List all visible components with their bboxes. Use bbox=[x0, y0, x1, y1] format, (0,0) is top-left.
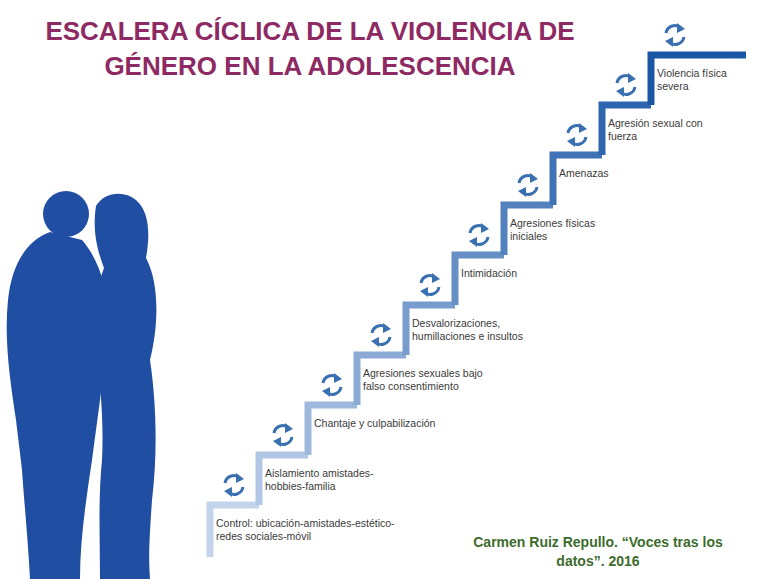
cycle-arrowhead bbox=[616, 87, 624, 97]
stair-step bbox=[504, 205, 553, 255]
staircase bbox=[210, 55, 746, 557]
cycle-arrowhead bbox=[677, 23, 685, 33]
cycle-arrowhead bbox=[518, 187, 526, 197]
cycle-icons bbox=[224, 23, 685, 497]
cycle-arrowhead bbox=[628, 73, 636, 83]
cycle-icon bbox=[420, 273, 440, 297]
cycle-arrowhead bbox=[285, 423, 293, 433]
cycle-arrowhead bbox=[273, 437, 281, 447]
cycle-arrowhead bbox=[322, 387, 330, 397]
stair-step bbox=[553, 155, 602, 205]
cycle-arrowhead bbox=[665, 37, 673, 47]
cycle-icon bbox=[273, 423, 293, 447]
stair-step bbox=[259, 455, 308, 505]
cycle-icon bbox=[322, 373, 342, 397]
stair-step bbox=[357, 355, 406, 405]
step-label: Agresiones sexuales bajo falso consentim… bbox=[363, 367, 489, 393]
stair-step bbox=[651, 55, 746, 105]
cycle-arrowhead bbox=[371, 337, 379, 347]
cycle-arrowhead bbox=[481, 223, 489, 233]
cycle-arrowhead bbox=[334, 373, 342, 383]
step-label: Agresiones físicas iniciales bbox=[510, 217, 622, 243]
cycle-icon bbox=[567, 123, 587, 147]
source-caption: Carmen Ruiz Repullo. “Voces tras los dat… bbox=[452, 533, 744, 571]
cycle-arrowhead bbox=[567, 137, 575, 147]
step-label: Aislamiento amistades-hobbies-familia bbox=[265, 467, 397, 493]
diagram-title: ESCALERA CÍCLICA DE LA VIOLENCIA DE GÉNE… bbox=[4, 14, 616, 85]
cycle-icon bbox=[224, 473, 244, 497]
cycle-icon bbox=[616, 73, 636, 97]
cycle-arrowhead bbox=[420, 287, 428, 297]
cycle-icon bbox=[665, 23, 685, 47]
cycle-arrowhead bbox=[224, 487, 232, 497]
step-label: Control: ubicación-amistades-estético-re… bbox=[216, 517, 402, 543]
cycle-icon bbox=[518, 173, 538, 197]
cycle-arrowhead bbox=[579, 123, 587, 133]
step-label: Violencia física severa bbox=[657, 67, 735, 93]
cycle-arrowhead bbox=[432, 273, 440, 283]
cycle-arrowhead bbox=[383, 323, 391, 333]
couple-silhouette bbox=[7, 191, 157, 579]
stair-step bbox=[406, 305, 455, 355]
step-label: Desvalorizaciones, humillaciones e insul… bbox=[412, 317, 564, 343]
cycle-arrowhead bbox=[469, 237, 477, 247]
stair-step bbox=[455, 255, 504, 305]
cycle-arrowhead bbox=[530, 173, 538, 183]
step-label: Chantaje y culpabilización bbox=[314, 417, 464, 430]
step-label: Intimidación bbox=[461, 267, 571, 280]
cycle-arrowhead bbox=[236, 473, 244, 483]
cycle-icon bbox=[469, 223, 489, 247]
stair-step bbox=[602, 105, 651, 155]
step-label: Agresión sexual con fuerza bbox=[608, 117, 708, 143]
stair-step bbox=[308, 405, 357, 455]
step-label: Amenazas bbox=[559, 167, 659, 180]
cycle-icon bbox=[371, 323, 391, 347]
